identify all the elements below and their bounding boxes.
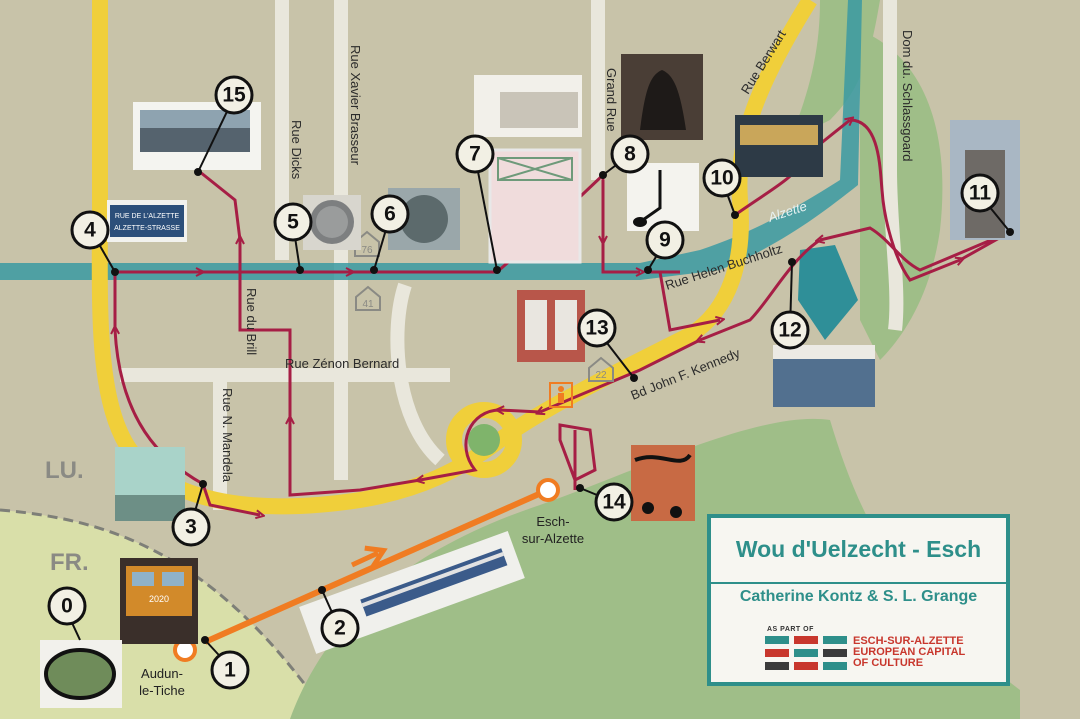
- street-mandela: Rue N. Mandela: [220, 388, 235, 483]
- station-marker-1[interactable]: 1: [210, 650, 250, 690]
- country-lu: LU.: [45, 457, 84, 484]
- info-box: Wou d'Uelzecht - Esch Catherine Kontz & …: [707, 514, 1010, 686]
- e22-logo-icon: [765, 636, 847, 670]
- roundabout: [446, 402, 522, 478]
- svg-text:13: 13: [585, 317, 608, 340]
- pond: [798, 245, 858, 340]
- svg-text:0: 0: [61, 595, 73, 618]
- logo-line1: ESCH-SUR-ALZETTE: [853, 635, 964, 647]
- logo-text: ESCH-SUR-ALZETTE EUROPEAN CAPITAL OF CUL…: [853, 636, 965, 669]
- svg-text:9: 9: [659, 229, 671, 252]
- title-divider: [711, 582, 1006, 584]
- station-marker-0[interactable]: 0: [47, 586, 87, 626]
- svg-text:10: 10: [710, 167, 733, 190]
- photo-building-7[interactable]: [474, 75, 582, 264]
- bus-stop-c: 22: [588, 356, 614, 382]
- station-marker-15[interactable]: 15: [214, 75, 254, 115]
- train-direction-arrow: [350, 553, 378, 565]
- svg-text:11: 11: [969, 182, 992, 205]
- station-marker-5[interactable]: 5: [273, 202, 313, 242]
- logo-line2: EUROPEAN CAPITAL: [853, 646, 966, 658]
- station-marker-8[interactable]: 8: [610, 134, 650, 174]
- pedestrian-icon: [549, 382, 573, 408]
- station-marker-13[interactable]: 13: [577, 308, 617, 348]
- street-xavier-brasseur: Rue Xavier Brasseur: [348, 45, 363, 166]
- photo-manhole-5[interactable]: [303, 195, 361, 250]
- town-esch-line1: Esch-: [536, 514, 569, 529]
- photo-bell-8[interactable]: [621, 54, 703, 140]
- svg-text:1: 1: [224, 659, 236, 682]
- photo-music-3[interactable]: [115, 447, 185, 521]
- station-marker-10[interactable]: 10: [702, 158, 742, 198]
- route-dots: [111, 168, 1014, 644]
- map-authors: Catherine Kontz & S. L. Grange: [739, 588, 978, 605]
- station-marker-11[interactable]: 11: [960, 173, 1000, 213]
- roundabout-center: [468, 424, 500, 456]
- esch2022-logo: AS PART OF ESCH-SUR-ALZETTE EUROPEAN CAP…: [761, 626, 1001, 678]
- svg-text:8: 8: [624, 143, 636, 166]
- photo-windows-13[interactable]: [517, 290, 585, 362]
- street-schlassgoard: Dom du. Schlassgoard: [900, 30, 915, 162]
- svg-text:76: 76: [361, 245, 373, 256]
- station-marker-9[interactable]: 9: [645, 220, 685, 260]
- photo-music-9[interactable]: [627, 163, 699, 231]
- station-marker-6[interactable]: 6: [370, 194, 410, 234]
- station-marker-3[interactable]: 3: [171, 507, 211, 547]
- station-marker-2[interactable]: 2: [320, 608, 360, 648]
- town-audun-line2: le-Tiche: [139, 683, 185, 698]
- station-marker-4[interactable]: 4: [70, 210, 110, 250]
- svg-text:7: 7: [469, 143, 481, 166]
- street-grand-rue: Grand Rue: [604, 68, 619, 132]
- walking-route: [115, 120, 1011, 640]
- town-audun-line1: Audun-: [141, 666, 183, 681]
- station-marker-12[interactable]: 12: [770, 310, 810, 350]
- town-esch-line2: sur-Alzette: [522, 531, 584, 546]
- street-zenon-bernard: Rue Zénon Bernard: [285, 356, 399, 371]
- station-marker-14[interactable]: 14: [594, 482, 634, 522]
- photo-sign-4[interactable]: RUE DE L'ALZETTE ALZETTE-STRASSE: [107, 200, 187, 242]
- svg-text:4: 4: [84, 219, 96, 242]
- station-marker-7[interactable]: 7: [455, 134, 495, 174]
- country-fr: FR.: [50, 549, 89, 576]
- photo-locomotive-1[interactable]: 2020: [120, 558, 198, 644]
- svg-text:6: 6: [384, 203, 396, 226]
- svg-text:3: 3: [185, 516, 197, 539]
- photo-reflection-12[interactable]: [773, 345, 875, 407]
- park-east: [860, 30, 943, 360]
- photo-oval-0[interactable]: [40, 640, 122, 708]
- photo-15[interactable]: [133, 102, 261, 170]
- svg-text:ALZETTE-STRASSE: ALZETTE-STRASSE: [114, 225, 180, 232]
- logo-line3: OF CULTURE: [853, 657, 924, 669]
- street-dicks: Rue Dicks: [289, 120, 304, 180]
- svg-text:41: 41: [362, 299, 374, 310]
- street-brill: Rue du Brill: [244, 288, 259, 355]
- photo-art-14[interactable]: [631, 445, 695, 521]
- bus-stop-b: 41: [355, 285, 381, 311]
- svg-text:RUE DE L'ALZETTE: RUE DE L'ALZETTE: [115, 213, 180, 220]
- svg-text:22: 22: [595, 370, 607, 381]
- map-title: Wou d'Uelzecht - Esch: [735, 536, 982, 562]
- svg-text:14: 14: [602, 491, 626, 514]
- svg-text:2020: 2020: [149, 594, 169, 604]
- logo-as-part-of: AS PART OF: [767, 626, 814, 633]
- svg-text:15: 15: [222, 84, 246, 107]
- station-esch[interactable]: [536, 478, 560, 502]
- svg-text:5: 5: [287, 211, 299, 234]
- photo-bridge-10[interactable]: [735, 115, 823, 177]
- bus-stop-a: 76: [354, 230, 380, 257]
- svg-text:2: 2: [334, 617, 346, 640]
- svg-text:12: 12: [778, 319, 801, 342]
